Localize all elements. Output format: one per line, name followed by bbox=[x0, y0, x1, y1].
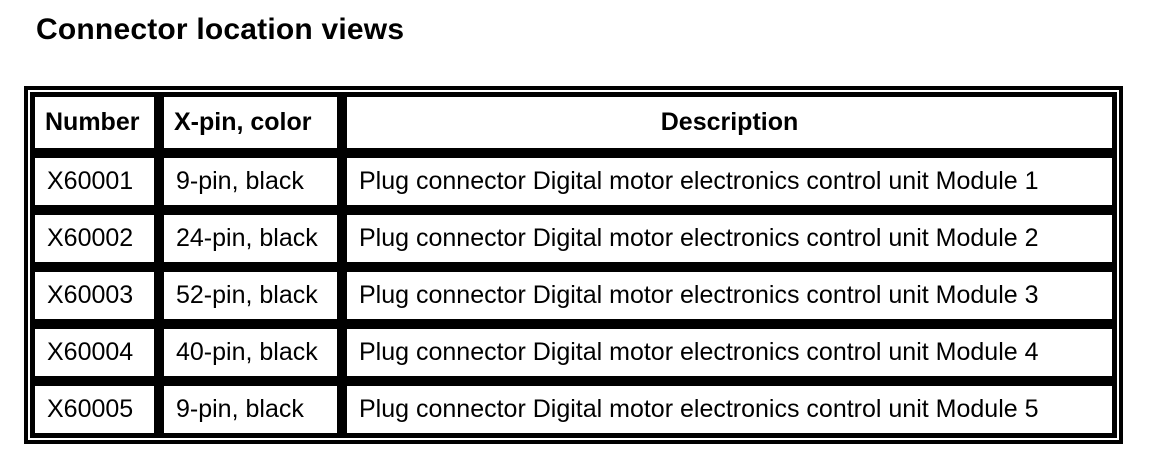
cell-description: Plug connector Digital motor electronics… bbox=[342, 267, 1117, 324]
cell-description: Plug connector Digital motor electronics… bbox=[342, 210, 1117, 267]
page-title: Connector location views bbox=[36, 13, 405, 46]
column-header-description: Description bbox=[342, 92, 1117, 153]
column-header-number: Number bbox=[30, 92, 159, 153]
cell-number: X60003 bbox=[30, 267, 159, 324]
table-row: X60004 40-pin, black Plug connector Digi… bbox=[30, 324, 1117, 381]
table-row: X60003 52-pin, black Plug connector Digi… bbox=[30, 267, 1117, 324]
cell-pin-color: 52-pin, black bbox=[159, 267, 342, 324]
cell-number: X60004 bbox=[30, 324, 159, 381]
column-header-xpin-color: X-pin, color bbox=[159, 92, 342, 153]
cell-number: X60002 bbox=[30, 210, 159, 267]
cell-description: Plug connector Digital motor electronics… bbox=[342, 153, 1117, 210]
cell-description: Plug connector Digital motor electronics… bbox=[342, 381, 1117, 438]
cell-pin-color: 9-pin, black bbox=[159, 153, 342, 210]
table-body: X60001 9-pin, black Plug connector Digit… bbox=[30, 153, 1117, 438]
connector-location-table: Number X-pin, color Description X60001 9… bbox=[30, 92, 1117, 438]
cell-description: Plug connector Digital motor electronics… bbox=[342, 324, 1117, 381]
cell-pin-color: 40-pin, black bbox=[159, 324, 342, 381]
table-header-row: Number X-pin, color Description bbox=[30, 92, 1117, 153]
cell-number: X60005 bbox=[30, 381, 159, 438]
connector-table-frame: Number X-pin, color Description X60001 9… bbox=[24, 86, 1123, 444]
table-row: X60001 9-pin, black Plug connector Digit… bbox=[30, 153, 1117, 210]
cell-number: X60001 bbox=[30, 153, 159, 210]
cell-pin-color: 9-pin, black bbox=[159, 381, 342, 438]
table-row: X60005 9-pin, black Plug connector Digit… bbox=[30, 381, 1117, 438]
cell-pin-color: 24-pin, black bbox=[159, 210, 342, 267]
table-row: X60002 24-pin, black Plug connector Digi… bbox=[30, 210, 1117, 267]
